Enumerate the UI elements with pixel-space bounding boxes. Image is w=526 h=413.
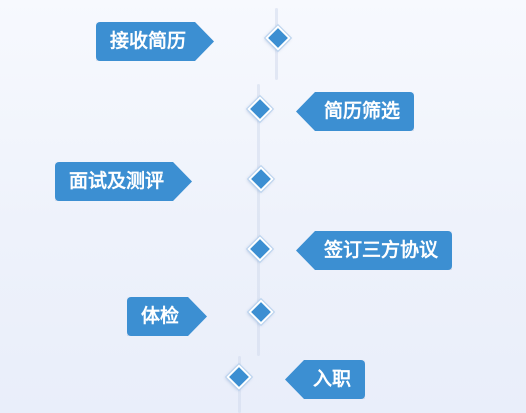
timeline-guide-line [257,84,260,356]
step-label-resume-screening: 简历筛选 [296,92,415,131]
step-label-receive-resume: 接收简历 [96,22,214,61]
step-label-interview-assessment: 面试及测评 [55,162,192,201]
diamond-marker-icon [248,299,274,325]
diamond-marker-icon [265,25,291,51]
step-label-onboarding: 入职 [285,360,366,399]
diamond-marker-icon [226,364,252,390]
diamond-marker-icon [247,96,273,122]
step-label-medical-exam: 体检 [127,297,207,336]
step-label-sign-agreement: 签订三方协议 [296,231,453,270]
diamond-marker-icon [248,166,274,192]
diamond-marker-icon [247,236,273,262]
